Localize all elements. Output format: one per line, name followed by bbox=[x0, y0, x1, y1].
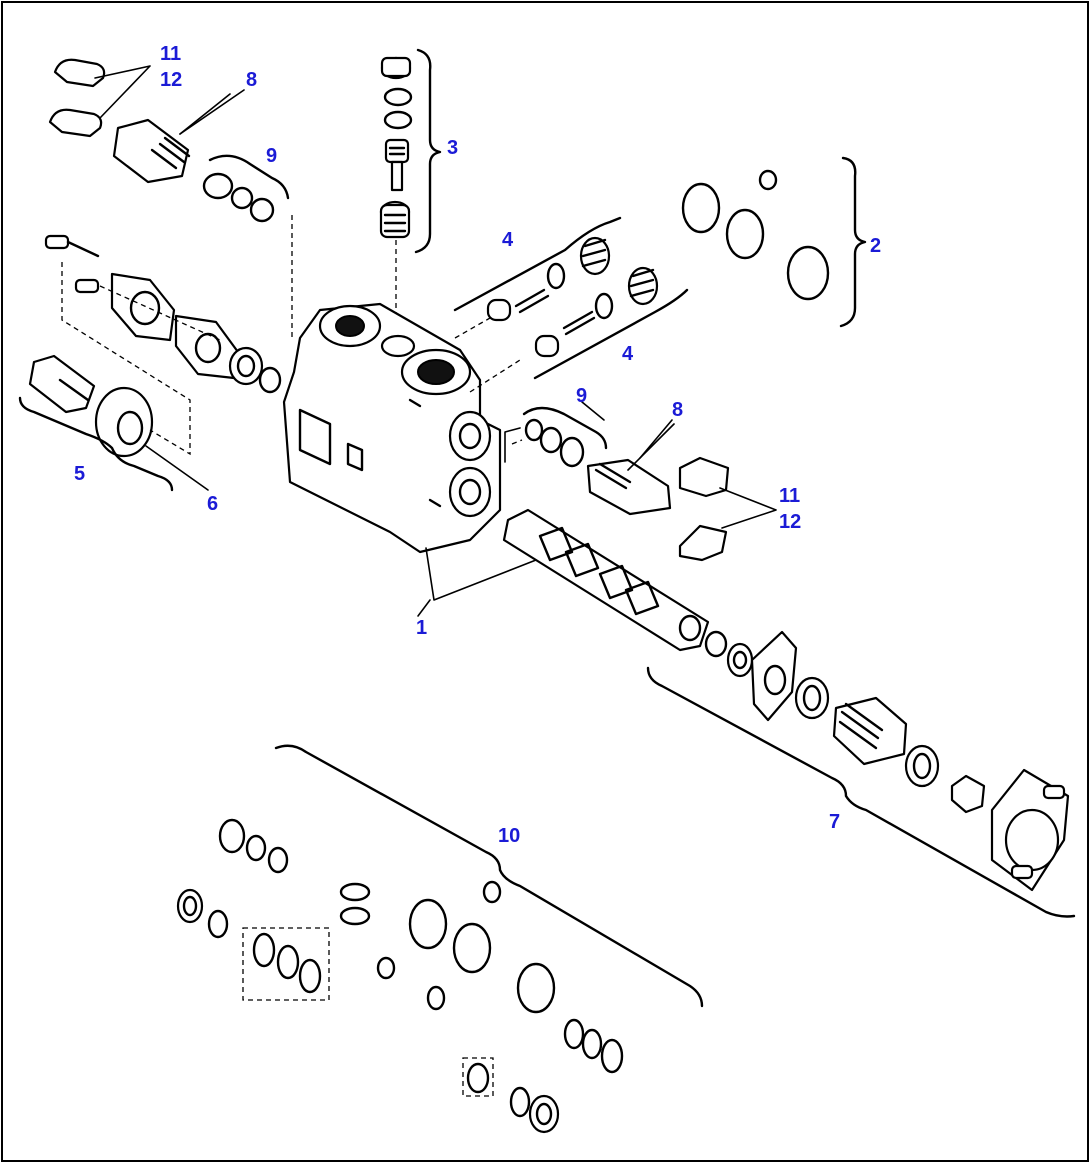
callout-4-upper: 4 bbox=[502, 229, 514, 251]
spool bbox=[425, 508, 710, 652]
callout-4-lower: 4 bbox=[622, 343, 634, 365]
part-group-8-top bbox=[48, 58, 293, 340]
leader-lines bbox=[145, 89, 673, 617]
part-group-2 bbox=[681, 156, 867, 328]
part-group-7 bbox=[646, 630, 1076, 918]
callout-12-right: 12 bbox=[779, 511, 802, 533]
part-group-10 bbox=[176, 744, 704, 1134]
callout-7: 7 bbox=[829, 811, 841, 833]
callout-8-top-left: 8 bbox=[246, 69, 258, 91]
callout-12-top-left: 12 bbox=[160, 69, 183, 91]
callout-11-right: 11 bbox=[779, 485, 801, 507]
callout-1: 1 bbox=[416, 617, 428, 639]
part-group-4 bbox=[453, 216, 689, 380]
callout-2: 2 bbox=[870, 235, 882, 257]
callout-9-right: 9 bbox=[576, 385, 588, 407]
callout-5: 5 bbox=[74, 463, 86, 485]
part-group-5-6 bbox=[18, 234, 282, 492]
part-group-3 bbox=[379, 48, 442, 335]
part-group-8-right bbox=[522, 406, 777, 562]
callout-6: 6 bbox=[207, 493, 219, 515]
callout-11-top-left: 11 bbox=[160, 43, 182, 65]
valve-body bbox=[282, 302, 523, 554]
callout-9-top-left: 9 bbox=[266, 145, 278, 167]
callout-10: 10 bbox=[498, 825, 521, 847]
callout-3: 3 bbox=[447, 137, 459, 159]
callout-8-right: 8 bbox=[672, 399, 684, 421]
